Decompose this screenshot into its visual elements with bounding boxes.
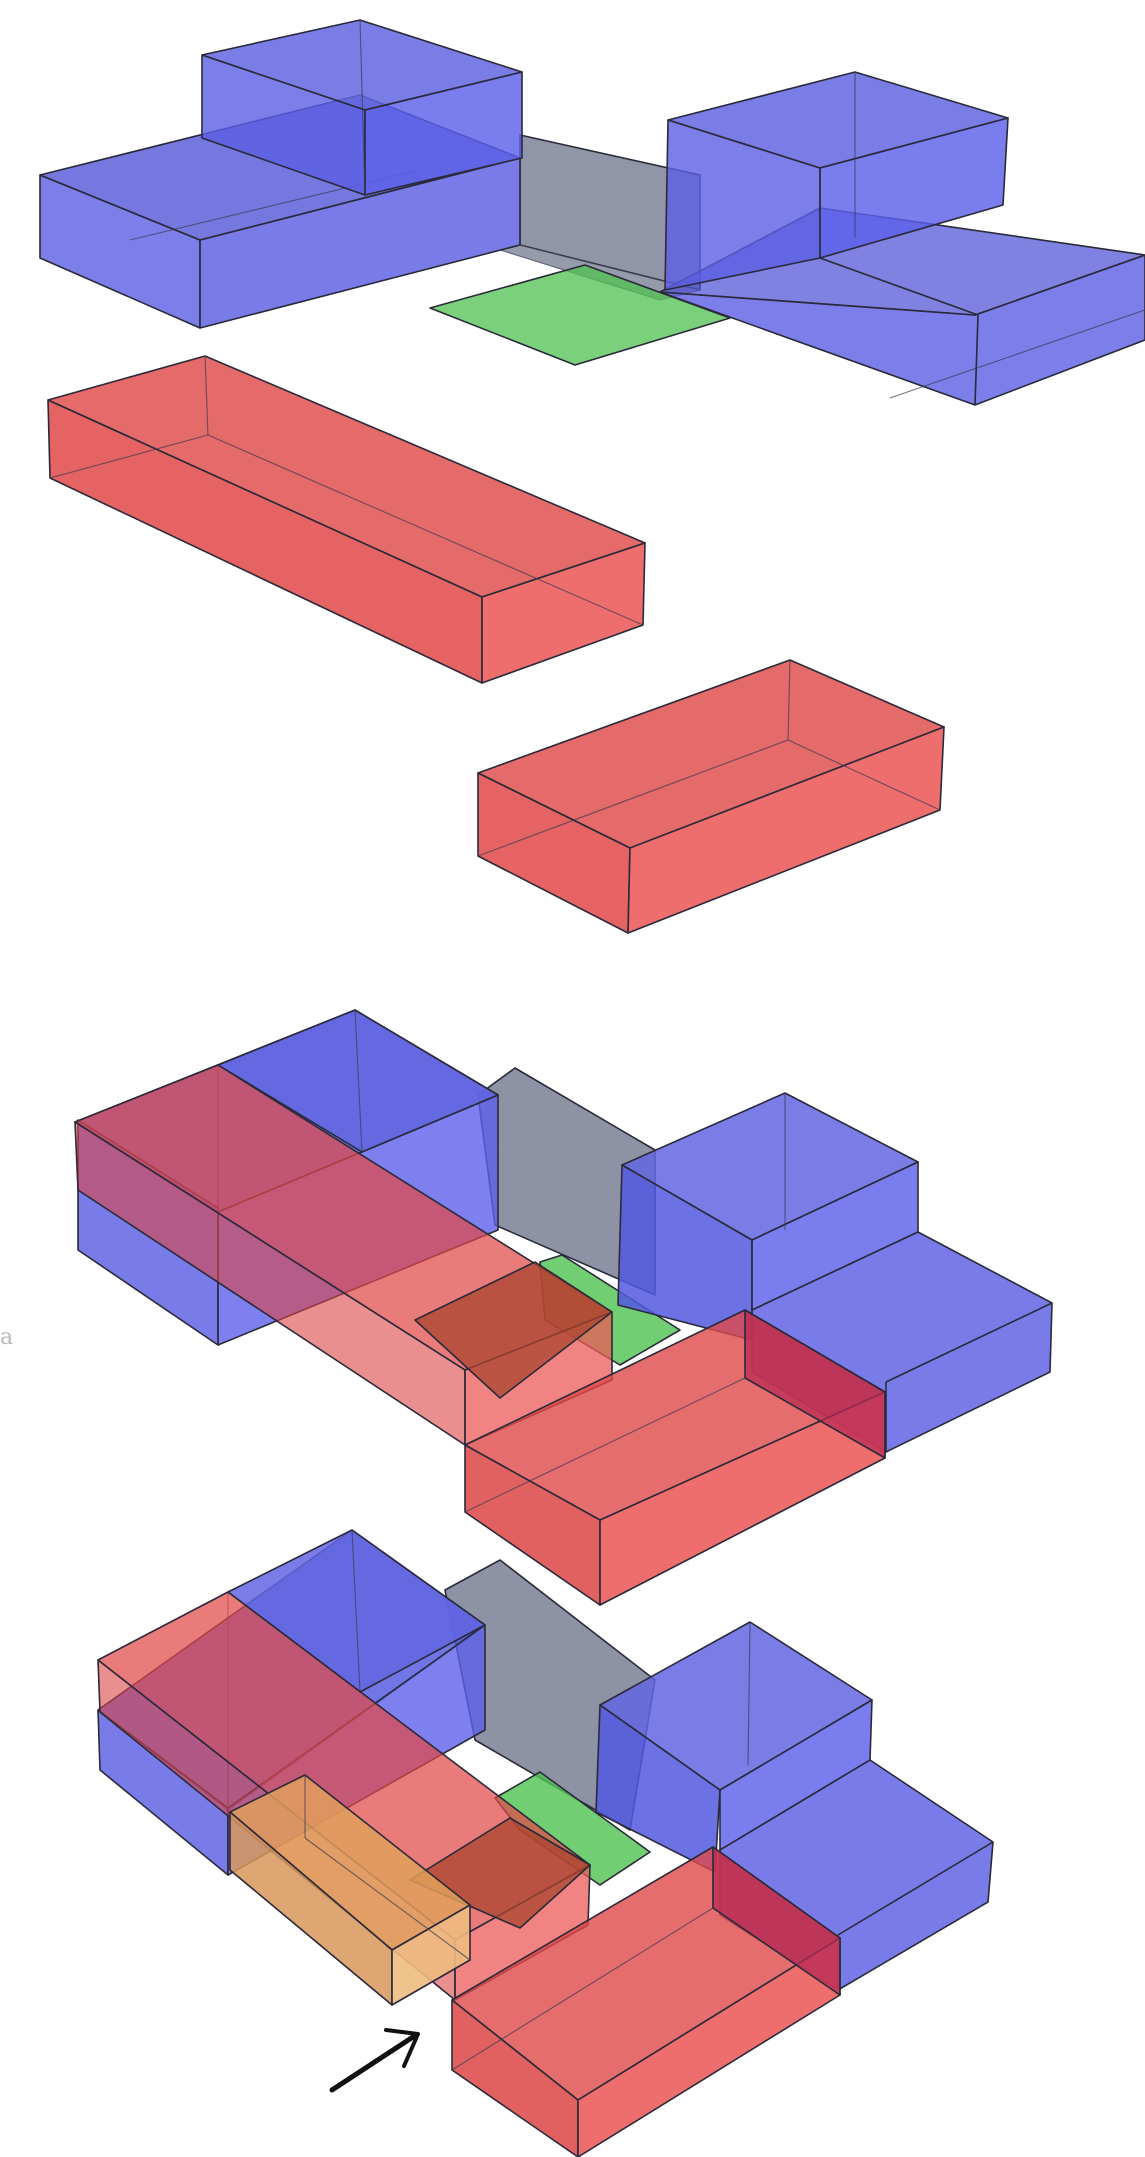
- stage-assembled-volumes: [75, 1010, 1052, 1605]
- blue-volume-right: [660, 72, 1145, 405]
- red-volume-long: [48, 356, 645, 683]
- red-volume-short: [478, 660, 944, 933]
- margin-glyph: a: [0, 1325, 13, 1350]
- arrow-icon: [332, 2030, 418, 2090]
- blue-volume-left: [40, 20, 522, 328]
- stage-assembled-volumes-with-addition: [98, 1530, 993, 2157]
- stage-exploded-volumes: [40, 20, 1145, 933]
